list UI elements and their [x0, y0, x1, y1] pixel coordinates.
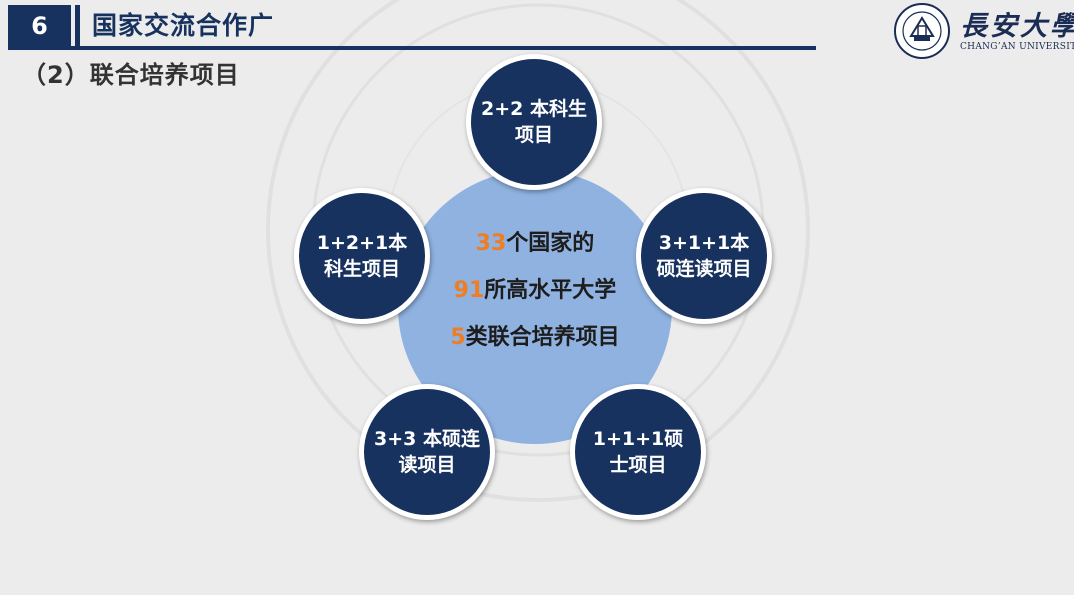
center-summary: 33个国家的 91所高水平大学 5类联合培养项目 — [428, 228, 642, 369]
universities-count: 91 — [453, 278, 485, 303]
program-1-2-1-undergrad[interactable]: 1+2+1本科生项目 — [294, 188, 430, 324]
universities-text: 所高水平大学 — [484, 278, 617, 303]
university-name-cn: 長安大學 — [960, 11, 1074, 42]
program-label: 3+3 本硕连读项目 — [374, 428, 480, 476]
section-title: 国家交流合作广 — [92, 11, 275, 40]
title-underline — [8, 46, 816, 50]
summary-programs: 5类联合培养项目 — [428, 322, 642, 353]
program-label: 1+1+1硕士项目 — [592, 428, 684, 476]
programs-count: 5 — [450, 325, 466, 350]
countries-text: 个国家的 — [506, 231, 595, 256]
section-divider — [75, 5, 80, 47]
program-1-1-1-master[interactable]: 1+1+1硕士项目 — [570, 384, 706, 520]
programs-text: 类联合培养项目 — [465, 325, 620, 350]
countries-count: 33 — [475, 231, 507, 256]
university-seal-icon — [893, 2, 951, 60]
program-3-1-1-bachelor-master[interactable]: 3+1+1本硕连读项目 — [636, 188, 772, 324]
program-label: 1+2+1本科生项目 — [316, 232, 408, 280]
program-label: 3+1+1本硕连读项目 — [656, 232, 752, 280]
summary-countries: 33个国家的 — [428, 228, 642, 259]
program-label: 2+2 本科生项目 — [481, 98, 587, 146]
program-3-3-bachelor-master[interactable]: 3+3 本硕连读项目 — [359, 384, 495, 520]
university-name-en: CHANG’AN UNIVERSITY — [960, 42, 1074, 52]
section-number: 6 — [8, 5, 71, 47]
program-2-2-undergrad[interactable]: 2+2 本科生项目 — [466, 54, 602, 190]
page-subtitle: （2）联合培养项目 — [22, 61, 240, 89]
summary-universities: 91所高水平大学 — [428, 275, 642, 306]
